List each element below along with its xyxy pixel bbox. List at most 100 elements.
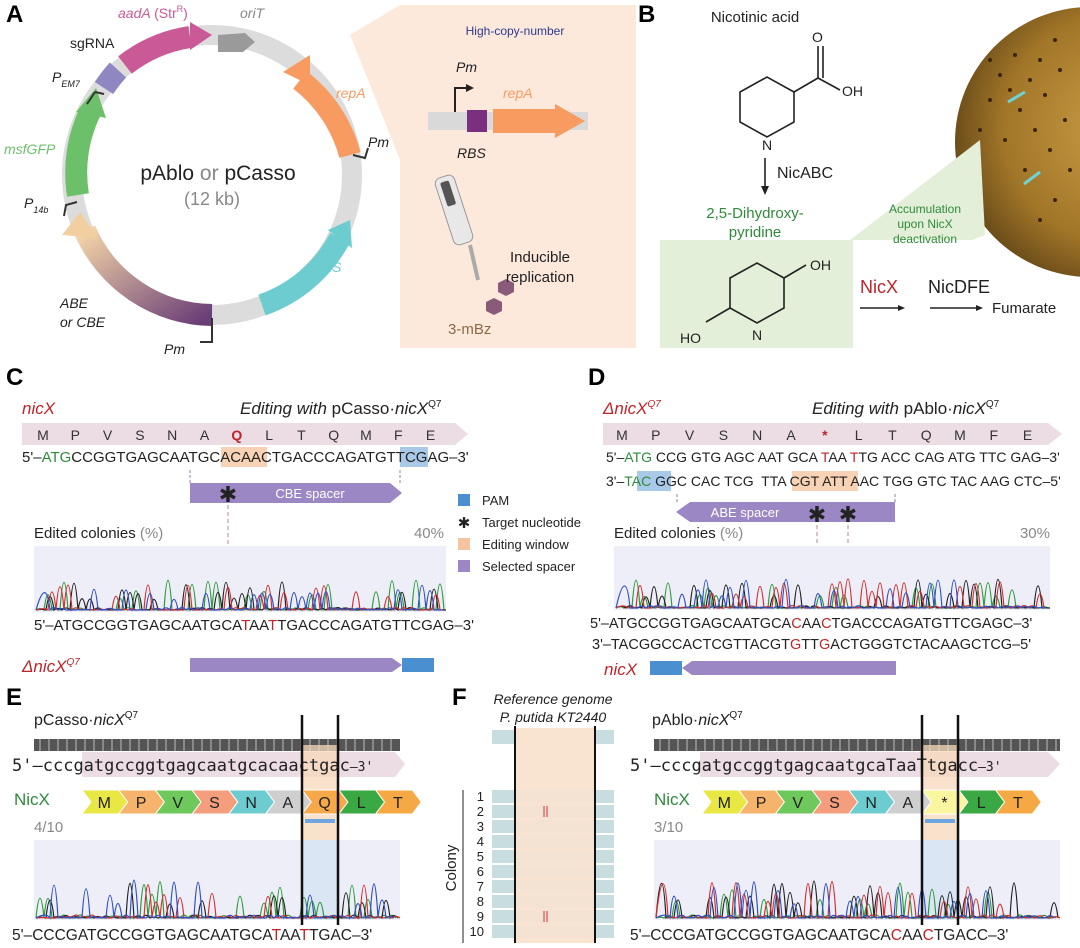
- amino-acid: L: [265, 427, 273, 443]
- panel-e: E pCasso·nicXQ7 5'–cccgatgccggtgagcaatgc…: [6, 684, 422, 944]
- nicotinic-acid-ring: [739, 76, 795, 138]
- panel-label-f: F: [452, 684, 467, 711]
- amino-acid: T: [297, 427, 306, 443]
- edited-percent-d: 30%: [1020, 525, 1050, 542]
- amino-acid: F: [394, 427, 403, 443]
- colony-number: 8: [477, 894, 484, 909]
- dhp-oh: OH: [810, 257, 831, 273]
- legend-window-swatch: [458, 538, 470, 550]
- fumarate-label: Fumarate: [992, 300, 1056, 317]
- amino-acid-chevron: [994, 789, 1042, 815]
- restored-spacer-bar: [682, 661, 896, 675]
- amino-acid: A: [786, 427, 796, 443]
- top-strand-d: 5'–ATG CCG GTG AGC AAT GCA TAA TTG ACC C…: [606, 449, 1060, 465]
- accumulation-label-3: deactivation: [893, 232, 957, 246]
- inset-title: High-copy-number: [466, 24, 565, 38]
- protein-label-e: NicX: [14, 790, 50, 809]
- amino-acid: L: [357, 795, 366, 812]
- result-sequence-e: 5'–CCCGATGCCGGTGAGCAATGCATAATTGAC–3': [12, 927, 372, 944]
- amino-acid: P: [136, 795, 147, 812]
- msfGFP-gene: [65, 107, 101, 197]
- pam-marker-e: [305, 819, 335, 823]
- panel-label-b: B: [638, 1, 655, 28]
- chrom-highlight-e: [302, 840, 338, 920]
- amino-acid: S: [719, 427, 728, 443]
- product-box: [660, 240, 853, 348]
- protein-bar-d: [603, 423, 1062, 445]
- pam-box-c: [400, 447, 428, 467]
- amino-acid: E: [426, 427, 435, 443]
- amino-acid: V: [792, 795, 803, 812]
- cbe-spacer-arrow: [190, 483, 402, 503]
- product-label-2: pyridine: [729, 224, 782, 241]
- amino-acid: S: [135, 427, 144, 443]
- pEM7-promoter-icon: [86, 91, 105, 105]
- abe-spacer-label: ABE spacer: [711, 505, 780, 520]
- amino-acid: N: [752, 427, 762, 443]
- protein-bar-c: [22, 423, 468, 445]
- abe-label: ABE: [59, 295, 89, 311]
- dhp-ho: HO: [680, 330, 701, 346]
- chromatogram-trace: [655, 881, 1061, 920]
- colony-track-highlight: [515, 820, 595, 833]
- chromatogram-trace: [615, 579, 1047, 610]
- result-top-strand-d: 5'–ATGCCGGTGAGCAATGCACAACTGACCCAGATGTTCG…: [590, 616, 1032, 632]
- amino-acid: N: [245, 795, 257, 812]
- legend: PAM ✱ Target nucleotide Editing window S…: [458, 493, 581, 574]
- sgRNA-element: [94, 62, 127, 95]
- amino-acid: L: [977, 795, 986, 812]
- colony-number: 3: [477, 819, 484, 834]
- repA-label: repA: [336, 85, 366, 101]
- aadA-gene: [118, 26, 192, 74]
- result-sequence-f: 5'–CCCGATGCCGGTGAGCAATGCACAACTGACC–3': [630, 927, 1008, 944]
- amino-acid: L: [855, 427, 863, 443]
- restored-pam-bar: [650, 661, 682, 675]
- amino-acid: A: [903, 795, 914, 812]
- mutant-spacer-bar: [190, 658, 402, 672]
- aadA-arrowhead: [190, 22, 212, 50]
- ruler-bar: [654, 739, 1060, 751]
- mutant-pam-bar: [402, 658, 434, 672]
- ABE-CBE-gene: [74, 225, 213, 326]
- legend-pam: PAM: [482, 493, 509, 508]
- pm-promoter-top-icon: [352, 147, 369, 160]
- pm-label-bottom: Pm: [164, 341, 185, 357]
- abe-spacer-arrow: [676, 502, 895, 522]
- xylS-label: xylS: [314, 259, 342, 275]
- colony-track-highlight: [515, 835, 595, 848]
- colony-track-highlight: [515, 805, 595, 818]
- amino-acid: P: [756, 795, 767, 812]
- chromatogram-c: [35, 579, 447, 612]
- repA-arrowhead: [283, 55, 310, 85]
- amino-acid: N: [167, 427, 177, 443]
- target-marker-c: ✱: [219, 482, 237, 507]
- p14b-promoter-icon: [63, 201, 78, 217]
- colony-number: 10: [470, 924, 484, 939]
- colony-track-highlight: [515, 790, 595, 803]
- sgRNA-label: sgRNA: [70, 35, 115, 51]
- inducer-molecule-icon: [498, 279, 514, 296]
- inducible-label-2: replication: [506, 269, 574, 286]
- amino-acid: P: [71, 427, 80, 443]
- product-label-1: 2,5-Dihydroxy-: [706, 205, 804, 222]
- colony-number: 7: [477, 879, 484, 894]
- colony-dots: [978, 38, 1072, 222]
- editing-window-d: [792, 471, 858, 491]
- ABE-CBE-arrowhead: [62, 212, 98, 238]
- amino-acid: V: [685, 427, 695, 443]
- msfGFP-label: msfGFP: [4, 141, 56, 157]
- plasmid-size: (12 kb): [184, 189, 240, 209]
- plasmid-label-f: pAblo·nicXQ7: [652, 710, 743, 729]
- panel-a: A pAblo or pC: [4, 1, 636, 357]
- ruler-bar: [34, 739, 400, 751]
- pEM7-label: PEM7: [52, 69, 81, 89]
- pm-promoter-bottom-icon: [200, 318, 213, 343]
- legend-window: Editing window: [482, 537, 569, 552]
- colony-number: 1: [477, 789, 484, 804]
- amino-acid: V: [172, 795, 183, 812]
- amino-acid: M: [98, 795, 111, 812]
- protein-label-f: NicX: [654, 790, 690, 809]
- mutant-label-c: ΔnicXQ7: [21, 657, 80, 676]
